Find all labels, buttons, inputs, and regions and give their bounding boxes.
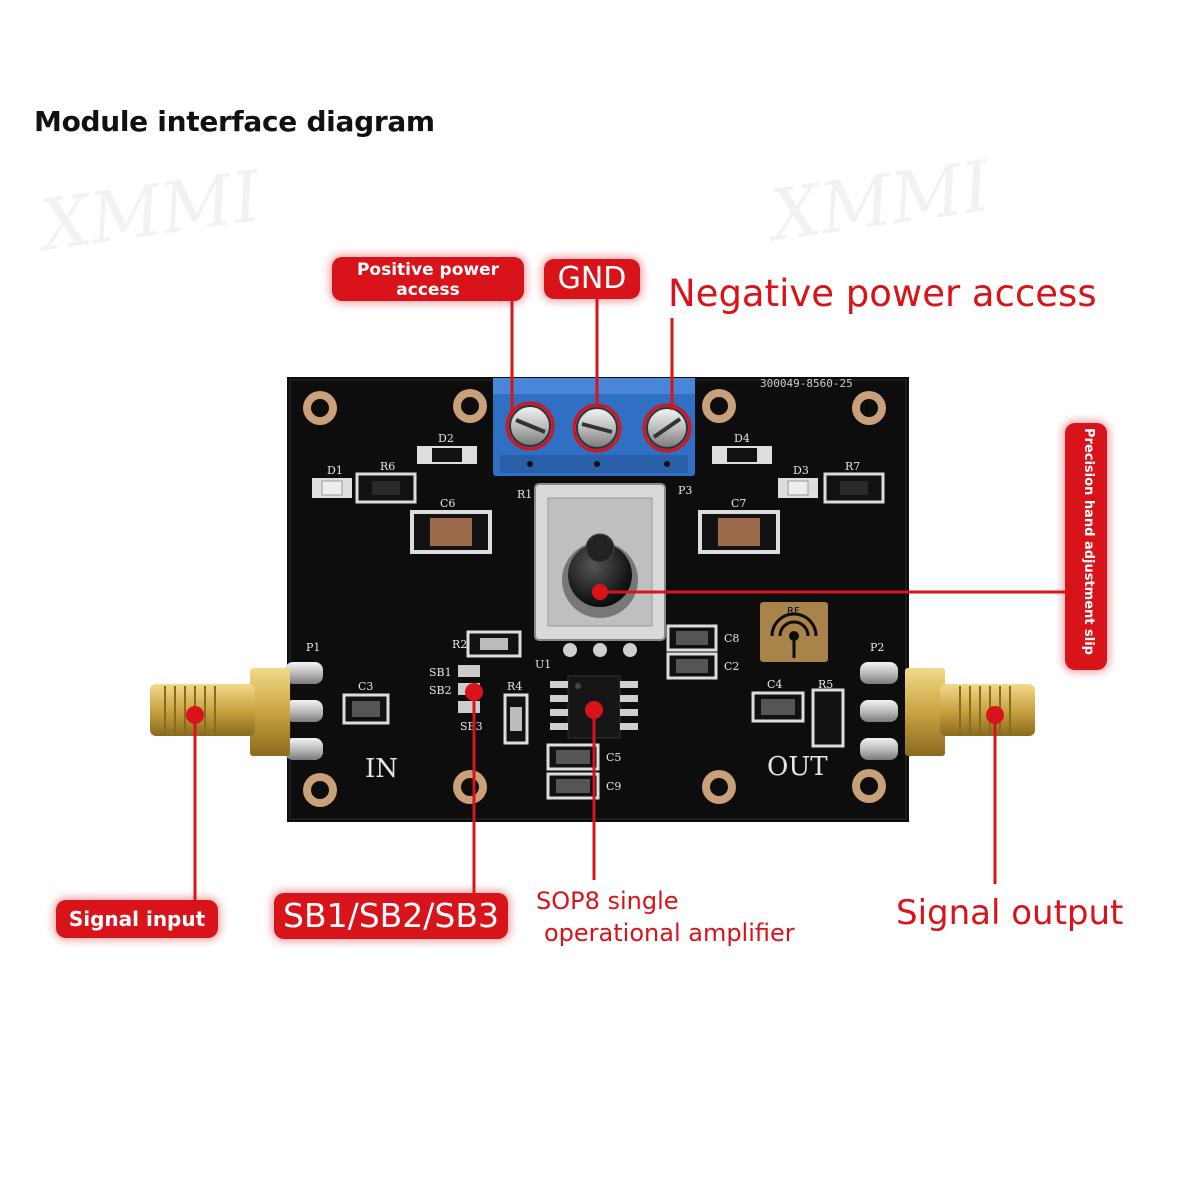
- ref-sb2: SB2: [429, 684, 452, 697]
- smd-components: [312, 446, 885, 800]
- ref-sb3: SB3: [460, 720, 483, 733]
- silk-in: IN: [365, 754, 398, 784]
- label-positive-power: Positive power access: [332, 257, 524, 301]
- rf-logo-text: RF: [787, 606, 800, 617]
- ref-r6: R6: [380, 460, 395, 473]
- ref-c6: C6: [440, 497, 455, 510]
- rf-logo-icon: RF: [760, 602, 828, 662]
- label-negative-power: Negative power access: [668, 272, 1097, 315]
- ref-u1: U1: [535, 658, 551, 671]
- ref-r4: R4: [507, 680, 522, 693]
- ref-p1: P1: [306, 641, 320, 654]
- ref-r1: R1: [517, 488, 532, 501]
- sma-connector-input: [150, 668, 290, 756]
- ref-p2: P2: [870, 641, 884, 654]
- ref-p3: P3: [678, 484, 692, 497]
- ref-d4: D4: [734, 432, 750, 445]
- ref-r5: R5: [818, 678, 833, 691]
- solder-bridge-sb3: [458, 701, 480, 713]
- solder-bridge-sb1: [458, 665, 480, 677]
- label-sb: SB1/SB2/SB3: [274, 893, 508, 939]
- ref-d3: D3: [793, 464, 809, 477]
- ref-c2: C2: [724, 660, 739, 673]
- resistor-r5: [811, 688, 845, 748]
- ref-c5: C5: [606, 751, 621, 764]
- label-gnd: GND: [544, 259, 640, 299]
- ref-r2: R2: [452, 638, 467, 651]
- label-sop8-line2: operational amplifier: [544, 919, 795, 947]
- ref-sb1: SB1: [429, 666, 452, 679]
- label-sop8-line1: SOP8 single: [536, 887, 679, 915]
- ref-d1: D1: [327, 464, 343, 477]
- ref-c8: C8: [724, 632, 739, 645]
- potentiometer: [534, 483, 666, 657]
- part-number: 300049-8560-25: [760, 377, 853, 390]
- mounting-holes: [303, 389, 886, 807]
- label-precision-hand: Precision hand adjustment slip: [1065, 423, 1107, 670]
- ref-c3: C3: [358, 680, 373, 693]
- ref-d2: D2: [438, 432, 454, 445]
- label-signal-input: Signal input: [56, 900, 218, 938]
- silk-out: OUT: [767, 752, 828, 782]
- ref-c4: C4: [767, 678, 782, 691]
- label-positive-power-line1: Positive power: [356, 260, 500, 280]
- sma-connector-output: [905, 668, 1035, 756]
- label-precision-hand-text: Precision hand adjustment slip: [1081, 428, 1096, 655]
- page-title: Module interface diagram: [34, 105, 435, 138]
- leader-lines: [193, 298, 1065, 902]
- label-signal-output: Signal output: [896, 893, 1124, 933]
- terminal-block: [493, 378, 695, 476]
- ref-c9: C9: [606, 780, 621, 793]
- ref-r7: R7: [845, 460, 860, 473]
- label-positive-power-line2: access: [396, 280, 460, 300]
- ref-c7: C7: [731, 497, 746, 510]
- label-sop8: SOP8 single operational amplifier: [536, 885, 795, 949]
- edge-pads: [285, 662, 898, 760]
